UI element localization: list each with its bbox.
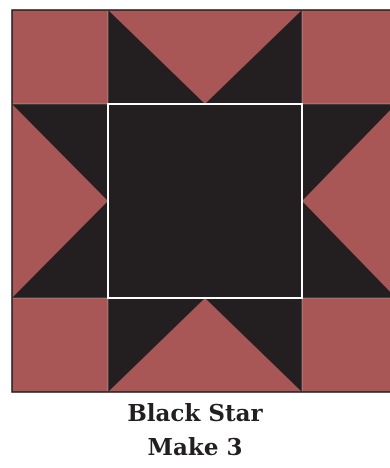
block-count-label: Make 3 [0,434,390,462]
corner-square-bottom-left [12,298,108,392]
corner-square-top-left [12,10,108,104]
center-square [108,104,302,298]
block-name-label: Black Star [0,400,390,428]
quilt-block [0,0,390,400]
corner-square-bottom-right [302,298,390,392]
corner-square-top-right [302,10,390,104]
